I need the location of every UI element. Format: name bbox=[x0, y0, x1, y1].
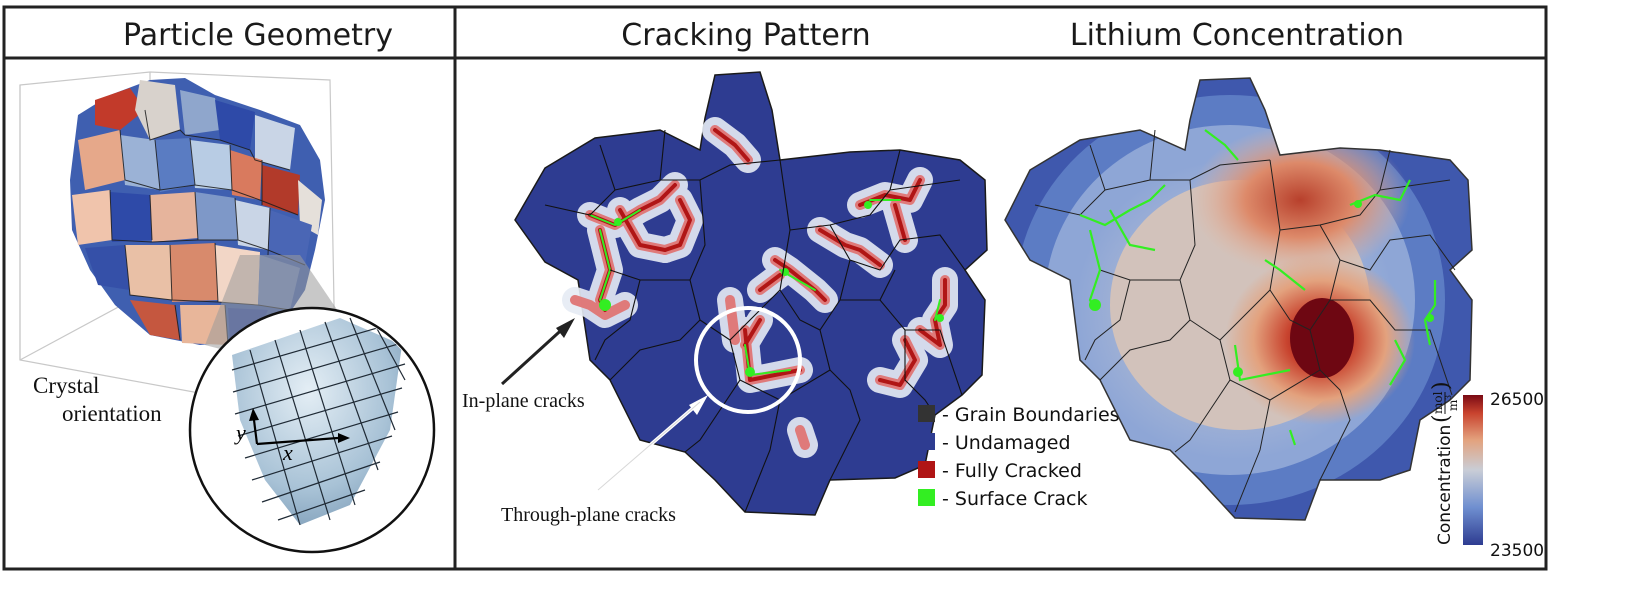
colorbar-unit-exponent: 3 bbox=[1444, 395, 1453, 400]
legend-label-undamaged: - Undamaged bbox=[942, 432, 1071, 454]
legend-item: - Undamaged bbox=[918, 432, 1071, 454]
grain-boundaries-right bbox=[1034, 129, 1456, 513]
legend-label-fully-cracked: - Fully Cracked bbox=[942, 460, 1082, 482]
surface-cracks-right bbox=[1079, 129, 1437, 446]
colorbar-paren-open: ( bbox=[1429, 414, 1454, 423]
axis-x-label: x bbox=[282, 440, 293, 465]
colorbar: 26500 23500 Concentration ( mol m 3 ) bbox=[1429, 381, 1544, 561]
colorbar-unit-denominator: m bbox=[1446, 399, 1460, 411]
legend-label-grain-boundaries: - Grain Boundaries bbox=[942, 404, 1120, 426]
colorbar-unit-numerator: mol bbox=[1431, 391, 1445, 414]
panel-title-particle-geometry: Particle Geometry bbox=[123, 18, 393, 53]
highlight-circle bbox=[694, 306, 802, 414]
grain-boundaries bbox=[544, 129, 966, 513]
legend-swatch-undamaged bbox=[918, 433, 935, 450]
crystal-label-line1: Crystal bbox=[33, 373, 99, 398]
annotation-through-plane-cracks: Through-plane cracks bbox=[501, 504, 676, 526]
legend-swatch-grain-boundaries bbox=[918, 405, 935, 422]
damage-legend: - Grain Boundaries - Undamaged - Fully C… bbox=[918, 404, 1120, 510]
colorbar-paren-close: ) bbox=[1429, 381, 1454, 390]
legend-swatch-fully-cracked bbox=[918, 461, 935, 478]
legend-item: - Grain Boundaries bbox=[918, 404, 1120, 426]
colorbar-max-label: 26500 bbox=[1490, 390, 1544, 410]
crack-junctions-right bbox=[1089, 200, 1434, 377]
legend-label-surface-crack: - Surface Crack bbox=[942, 488, 1088, 510]
crystal-label-line2: orientation bbox=[62, 401, 162, 426]
legend-item: - Surface Crack bbox=[918, 488, 1088, 510]
annotation-in-plane-cracks: In-plane cracks bbox=[462, 390, 585, 412]
colorbar-min-label: 23500 bbox=[1490, 541, 1544, 561]
damage-halos bbox=[562, 117, 958, 458]
annotation-arrows bbox=[500, 318, 708, 492]
panel-title-cracking-pattern: Cracking Pattern bbox=[621, 18, 870, 53]
panel-title-lithium-concentration: Lithium Concentration bbox=[1070, 18, 1404, 53]
figure-frame bbox=[2, 5, 1548, 571]
legend-swatch-surface-crack bbox=[918, 489, 935, 506]
particle-geometry-panel: x y Crystal orientation bbox=[19, 71, 436, 554]
zoomed-grain bbox=[231, 317, 406, 526]
colorbar-label-text: Concentration bbox=[1435, 425, 1455, 545]
cracking-pattern-panel: In-plane cracks Through-plane cracks - G… bbox=[462, 71, 1120, 526]
crystal-axes: x y bbox=[234, 408, 350, 465]
legend-item: - Fully Cracked bbox=[918, 460, 1082, 482]
axis-y-label: y bbox=[234, 420, 246, 445]
colorbar-axis-label: Concentration ( mol m 3 ) bbox=[1429, 381, 1460, 545]
colorbar-gradient bbox=[1463, 395, 1483, 545]
